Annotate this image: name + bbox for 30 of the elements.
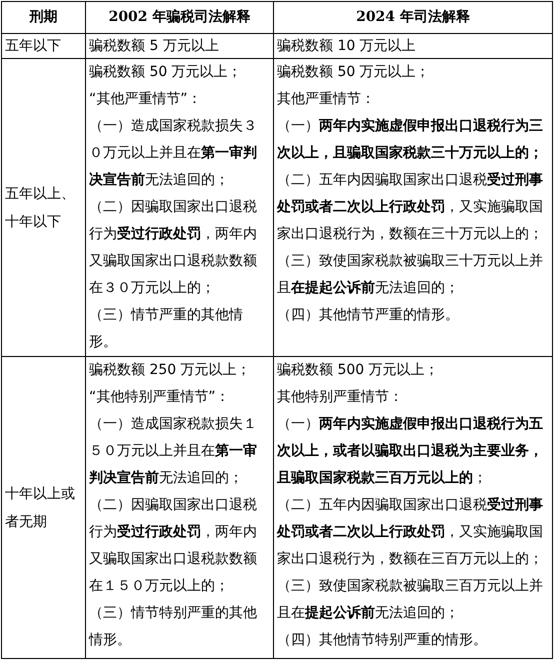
cell-text: 其他严重情节： [277, 90, 376, 109]
cell-text: （一）造成国家税款损失１５０万元以上并且在第一审判决宣告前无法追回的； [89, 415, 258, 488]
column-header: 2024 年司法解释 [355, 8, 471, 27]
row-header: 五年以上、十年以下 [5, 184, 76, 232]
cell-text: 骗税数额 500 万元以上； [277, 361, 440, 380]
cell-text: （三）情节严重的其他情形。 [89, 306, 244, 352]
cell-text: （三）致使国家税款被骗取三十万元以上并且在提起公诉前无法追回的； [277, 252, 544, 298]
cell-text: （三）情节特别严重的其他情形。 [89, 604, 258, 650]
cell-text: （一）两年内实施虚假申报出口退税行为三次以上，且骗取国家税款三十万元以上的； [277, 116, 544, 163]
cell-text: “其他特别严重情节”： [89, 388, 231, 407]
cell-text: 其他特别严重情节： [277, 388, 404, 407]
row-header: 十年以上或者无期 [5, 484, 76, 532]
cell-text: 骗税数额 5 万元以上 [89, 37, 220, 56]
column-header: 刑期 [28, 8, 58, 27]
cell-text: （四）其他情节严重的情形。 [277, 306, 460, 325]
cell-text: （二）五年内因骗取国家出口退税受过刑事处罚或者二次以上行政处罚，又实施骗取国家出口退税行为，数额在三十万元以上的； [277, 171, 544, 244]
cell-text: （二）五年内因骗取国家出口退税受过刑事处罚或者二次以上行政处罚，又实施骗取国家出口退税行为，数额在三百万元以上的； [277, 496, 544, 569]
column-header: 2002 年骗税司法解释 [108, 8, 252, 27]
cell-text: “其他严重情节”： [89, 90, 203, 109]
row-header: 五年以下 [5, 37, 62, 56]
cell-text: 骗税数额 50 万元以上； [89, 63, 243, 82]
cell-text: （一）造成国家税款损失３０万元以上并且在第一审判决宣告前无法追回的； [89, 117, 258, 190]
cell-text: （四）其他情节特别严重的情形。 [277, 631, 488, 650]
cell-text: 骗税数额 50 万元以上； [277, 63, 431, 82]
cell-text: 骗税数额 250 万元以上； [89, 361, 252, 380]
cell-text: （二）因骗取国家出口退税行为受过行政处罚，两年内又骗取国家出口退税款数额在１５０万元以上的； [89, 496, 258, 596]
cell-text: （二）因骗取国家出口退税行为受过行政处罚，两年内又骗取国家出口退税款数额在３０万元以上的； [89, 198, 258, 298]
cell-text: 骗税数额 10 万元以上 [277, 37, 417, 56]
cell-text: （三）致使国家税款被骗取三百万元以上并且在提起公诉前无法追回的； [277, 577, 544, 623]
cell-text: （一）两年内实施虚假申报出口退税行为五次以上，或者以骗取出口退税为主要业务，且骗取国家税款三百万元以上的； [277, 414, 544, 488]
